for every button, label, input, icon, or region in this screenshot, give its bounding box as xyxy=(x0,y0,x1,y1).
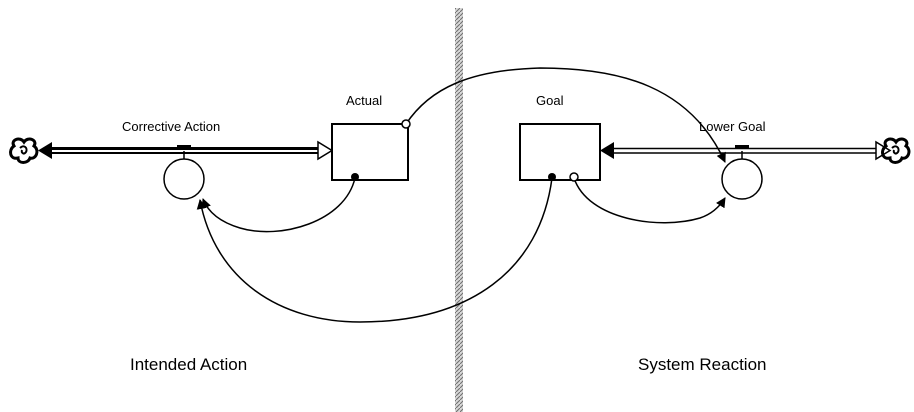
goal-label: Goal xyxy=(536,93,564,108)
lower-goal-flow-pipe xyxy=(612,147,878,154)
flow-arrowhead-left xyxy=(38,142,52,159)
valve-icon-lower-goal xyxy=(721,145,763,200)
corrective-action-flow-pipe xyxy=(46,147,318,154)
link-goal-to-lower-goal xyxy=(573,177,726,224)
valve-icon-corrective-action xyxy=(163,145,205,200)
section-divider xyxy=(455,8,463,412)
cloud-icon-right xyxy=(881,137,911,164)
corrective-action-label: Corrective Action xyxy=(122,119,221,134)
link-origin-circle-goal xyxy=(569,172,579,182)
actual-stock-box xyxy=(331,123,409,181)
link-actual-to-corrective-action xyxy=(201,177,356,233)
section-label-intended-action: Intended Action xyxy=(130,355,248,374)
link-origin-dot-actual xyxy=(351,173,359,181)
section-label-system-reaction: System Reaction xyxy=(638,355,767,374)
link-origin-dot-goal xyxy=(548,173,556,181)
cloud-icon-left xyxy=(9,137,39,164)
goal-stock-box xyxy=(519,123,601,181)
lower-goal-label: Lower Goal xyxy=(699,119,766,134)
flow-arrowhead-into-goal xyxy=(600,142,614,159)
actual-label: Actual xyxy=(346,93,383,108)
link-origin-circle-actual xyxy=(401,119,411,129)
link-actual-to-lower-goal xyxy=(405,67,726,163)
link-goal-to-corrective-action xyxy=(196,177,553,323)
flow-arrowhead-into-actual xyxy=(317,140,334,161)
